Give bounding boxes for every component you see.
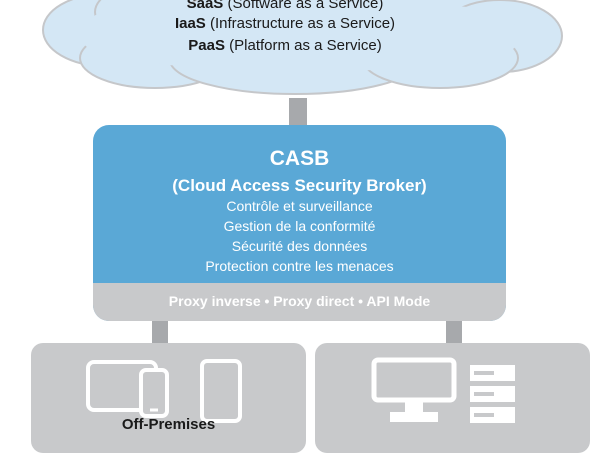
casb-title: CASB <box>269 147 330 170</box>
cloud-line-paas: PaaS (Platform as a Service) <box>188 37 382 54</box>
portrait-tablet-icon <box>200 359 242 423</box>
phone-icon <box>139 368 169 418</box>
cloud-shape <box>42 0 563 95</box>
casb-feature: Protection contre les menaces <box>205 258 394 274</box>
cloud-line-iaas: IaaS (Infrastructure as a Service) <box>174 15 396 32</box>
casb-feature: Sécurité des données <box>231 238 368 254</box>
device-icons <box>86 357 515 423</box>
casb-feature: Contrôle et surveillance <box>226 198 373 214</box>
right-connector <box>446 320 462 344</box>
cloud-connector <box>289 98 307 126</box>
server-icon <box>470 365 515 423</box>
casb-modes-bar: Proxy inverse • Proxy direct • API Mode <box>93 283 506 321</box>
casb-box: CASB (Cloud Access Security Broker) Cont… <box>93 125 506 321</box>
cloud-line-saas: SaaS (Software as a Service) <box>186 0 384 12</box>
off-premises-label: Off-Premises <box>121 416 216 433</box>
left-connector <box>152 320 168 344</box>
casb-subtitle: (Cloud Access Security Broker) <box>172 176 427 195</box>
monitor-icon <box>371 357 457 422</box>
casb-feature: Gestion de la conformité <box>223 218 376 234</box>
